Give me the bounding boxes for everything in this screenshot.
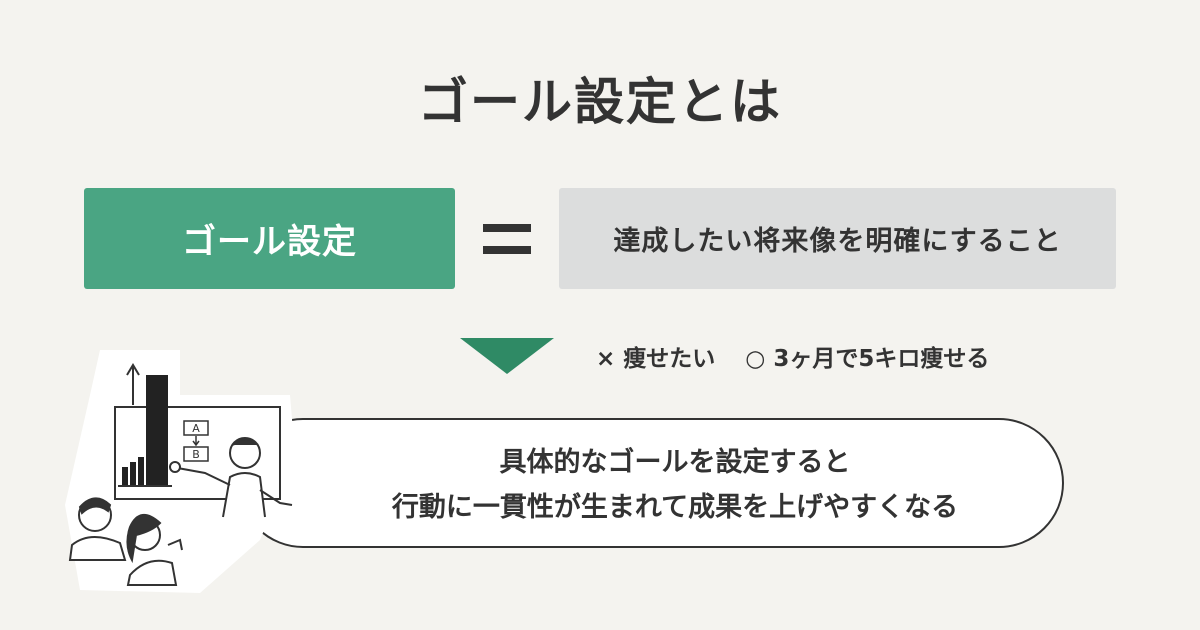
audience-person-icon bbox=[126, 514, 183, 586]
conclusion-text: 具体的なゴールを設定すると 行動に一貫性が生まれて成果を上げやすくなる bbox=[330, 440, 1020, 530]
examples-row: × 痩せたい ○ 3ヶ月で5キロ痩せる bbox=[596, 338, 989, 374]
presentation-illustration: A B bbox=[65, 350, 295, 593]
page-title: ゴール設定とは bbox=[418, 73, 782, 131]
label-b: B bbox=[192, 448, 200, 461]
term-label: ゴール設定 bbox=[182, 222, 357, 262]
whiteboard-icon bbox=[114, 406, 281, 500]
term-box: ゴール設定 bbox=[84, 188, 455, 289]
equals-icon bbox=[483, 224, 531, 256]
good-example: ○ 3ヶ月で5キロ痩せる bbox=[745, 346, 990, 372]
conclusion-line-2: 行動に一貫性が生まれて成果を上げやすくなる bbox=[391, 492, 959, 523]
conclusion-bubble bbox=[238, 418, 1064, 548]
meaning-label: 達成したい将来像を明確にすること bbox=[613, 226, 1062, 257]
label-a: A bbox=[192, 422, 200, 435]
down-arrow-icon bbox=[460, 338, 554, 374]
audience-person-icon bbox=[68, 497, 127, 561]
presenter-icon bbox=[169, 437, 293, 518]
bad-example: × 痩せたい bbox=[596, 346, 716, 372]
conclusion-line-1: 具体的なゴールを設定すると bbox=[499, 447, 851, 478]
tall-bar-icon bbox=[146, 375, 168, 487]
meaning-box: 達成したい将来像を明確にすること bbox=[559, 188, 1116, 289]
